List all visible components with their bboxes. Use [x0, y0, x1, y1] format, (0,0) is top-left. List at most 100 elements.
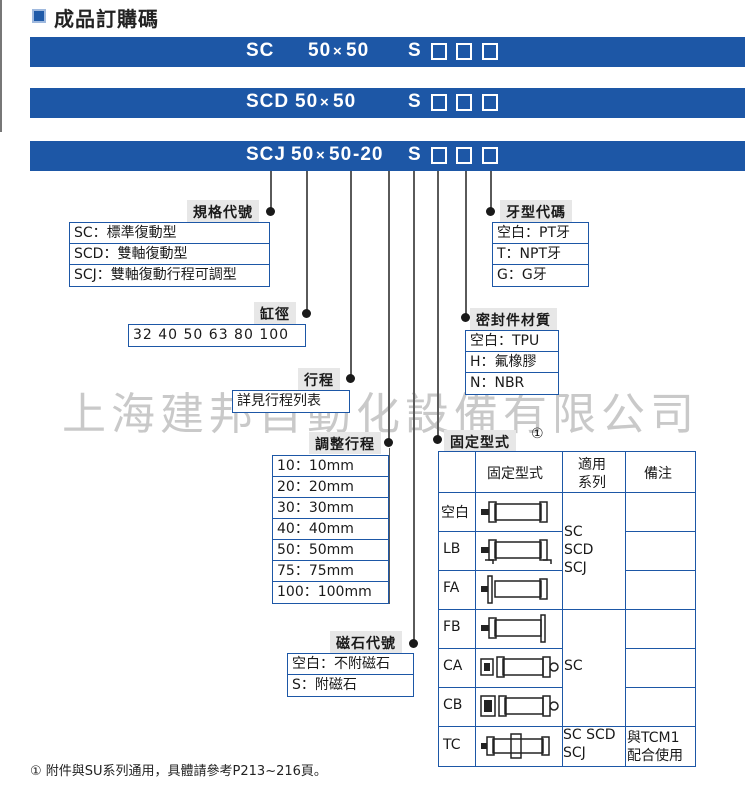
option-box-icon — [482, 147, 498, 164]
mount-header-series-1: 適用 — [578, 457, 606, 473]
footnote: ① 附件與SU系列通用，具體請參考P213~216頁。 — [30, 764, 327, 779]
mount-code: TC — [443, 737, 461, 753]
spec-options: SC：標準復動型 SCD：雙軸復動型 SCJ：雙軸復動行程可調型 — [69, 222, 270, 287]
seal-options: 空白：TPU H：氟橡膠 N：NBR — [465, 330, 559, 395]
connector-line — [465, 171, 467, 317]
option-box-icon — [456, 147, 472, 164]
mount-header-type: 固定型式 — [487, 466, 543, 482]
series-scj: SCJ — [564, 560, 587, 576]
seal-option: N：NBR — [470, 375, 525, 391]
adjust-option: 75：75mm — [273, 561, 388, 582]
model-times: × — [316, 147, 326, 164]
mount-header-remark: 備注 — [644, 466, 672, 482]
connector-dot — [346, 374, 355, 383]
option-box-icon — [431, 43, 447, 60]
connector-line — [389, 448, 390, 604]
adjust-label: 調整行程 — [309, 432, 381, 454]
model-suffix: S — [408, 91, 422, 112]
connector-dot — [486, 207, 495, 216]
option-box-icon — [431, 94, 447, 111]
connector-line — [388, 171, 390, 443]
model-bar-scd: SCD 50 × 50 S — [30, 88, 745, 118]
seal-option: 空白：TPU — [466, 331, 558, 352]
connector-dot — [461, 313, 470, 322]
adjust-option: 10：10mm — [273, 456, 388, 477]
model-bore: 50 — [295, 91, 319, 112]
cylinder-ca-icon — [480, 656, 559, 678]
left-rule — [0, 0, 2, 132]
remark-tc-1: 與TCM1 — [627, 730, 680, 746]
spec-option: SCJ：雙軸復動行程可調型 — [74, 267, 237, 283]
mount-code: 空白 — [441, 505, 469, 521]
series-scd: SCD — [564, 542, 594, 558]
spec-option: SC：標準復動型 — [70, 223, 269, 244]
stroke-label: 行程 — [298, 368, 340, 390]
magnet-label: 磁石代號 — [330, 631, 402, 653]
spec-option: SCD：雙軸復動型 — [70, 244, 269, 265]
thread-option: 空白：PT牙 — [493, 223, 588, 244]
magnet-options: 空白：不附磁石 S：附磁石 — [287, 653, 414, 697]
magnet-option: 空白：不附磁石 — [288, 654, 413, 675]
adjust-option: 100：100mm — [277, 584, 372, 600]
series-tc-1: SC SCD — [563, 727, 616, 743]
option-box-icon — [456, 94, 472, 111]
connector-line — [437, 171, 439, 439]
mount-code: CA — [443, 658, 463, 674]
connector-line — [350, 171, 352, 379]
mount-code: FB — [443, 619, 461, 635]
model-prefix: SCD — [246, 91, 290, 112]
option-box-icon — [456, 43, 472, 60]
thread-option: T：NPT牙 — [493, 244, 588, 265]
page-title: 成品訂購碼 — [54, 7, 159, 31]
mount-code: LB — [443, 541, 461, 557]
mount-code: FA — [443, 580, 460, 596]
model-bore: 50 — [291, 144, 315, 165]
connector-dot — [302, 309, 311, 318]
cylinder-tc-icon — [481, 733, 550, 759]
model-adjust: -20 — [353, 144, 384, 165]
mount-table: 固定型式 適用 系列 備注 空白 LB FA FB CA CB TC — [438, 451, 696, 767]
model-stroke: 50 — [329, 144, 353, 165]
model-bar-sc: SC 50 × 50 S — [30, 37, 745, 67]
connector-dot — [384, 438, 393, 447]
cylinder-cb-icon — [480, 695, 559, 717]
mount-label: 固定型式 — [444, 430, 516, 452]
series-tc-2: SCJ — [563, 745, 586, 761]
model-stroke: 50 — [346, 40, 370, 61]
title-bullet-icon — [32, 9, 46, 23]
connector-line — [490, 171, 492, 211]
model-prefix: SCJ — [246, 144, 286, 165]
model-times: × — [320, 94, 330, 111]
series-sc-group2: SC — [564, 658, 583, 674]
stroke-value: 詳見行程列表 — [237, 393, 321, 409]
option-box-icon — [431, 147, 447, 164]
model-times: × — [333, 43, 343, 60]
cylinder-basic-icon — [481, 501, 548, 523]
option-box-icon — [482, 94, 498, 111]
connector-dot — [433, 435, 442, 444]
connector-line — [270, 171, 272, 211]
remark-tc-2: 配合使用 — [627, 748, 683, 764]
bore-options: 32 40 50 63 80 100 — [128, 324, 306, 347]
watermark: 上海建邦自動化設備有限公司 — [62, 389, 699, 440]
seal-label: 密封件材質 — [470, 308, 557, 330]
adjust-option: 30：30mm — [273, 498, 388, 519]
series-sc: SC — [564, 524, 583, 540]
footnote-mark: ① — [531, 426, 544, 442]
bore-label: 缸徑 — [254, 302, 296, 324]
adjust-option: 20：20mm — [273, 477, 388, 498]
model-bar-scj: SCJ 50 × 50 -20 S — [30, 141, 745, 171]
bore-values: 32 40 50 63 80 100 — [133, 327, 290, 343]
thread-options: 空白：PT牙 T：NPT牙 G：G牙 — [492, 222, 589, 287]
mount-header-series-2: 系列 — [578, 475, 606, 491]
model-bore: 50 — [308, 40, 332, 61]
magnet-option: S：附磁石 — [292, 677, 357, 693]
connector-line — [306, 171, 308, 313]
model-suffix: S — [408, 40, 422, 61]
adjust-option: 50：50mm — [273, 540, 388, 561]
connector-dot — [409, 639, 418, 648]
connector-dot — [266, 207, 275, 216]
connector-line — [413, 171, 415, 644]
mount-code: CB — [443, 697, 463, 713]
adjust-option: 40：40mm — [273, 519, 388, 540]
